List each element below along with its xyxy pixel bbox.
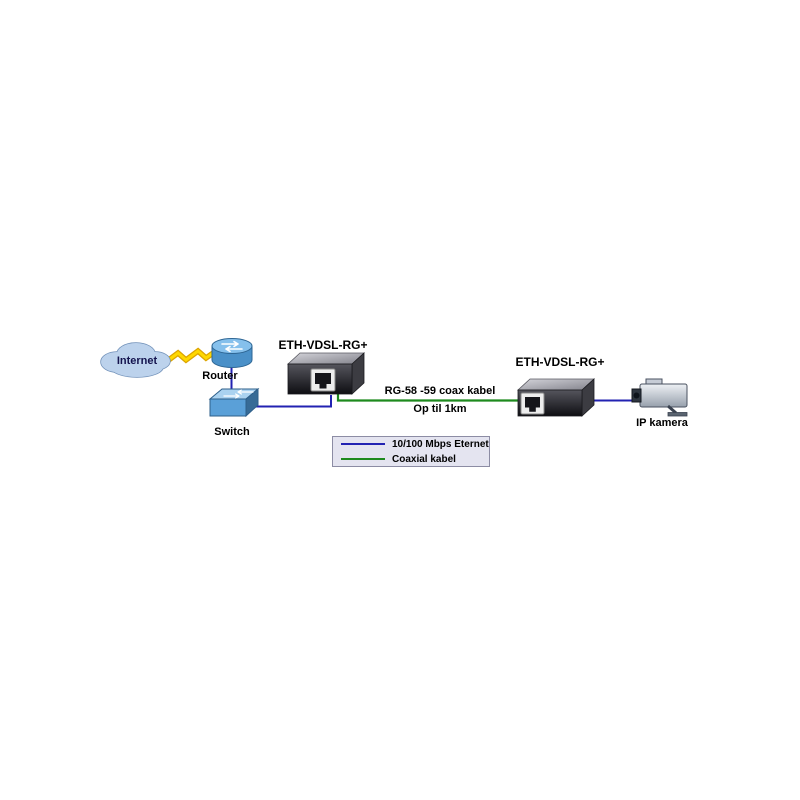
internet-label: Internet (116, 355, 158, 367)
vdsl-converter-1-icon (286, 352, 366, 395)
wan-lightning-icon (164, 347, 218, 365)
camera-lens-icon (633, 392, 640, 399)
ethernet-line-swatch (341, 443, 385, 445)
vdsl-converter-2-icon (516, 378, 596, 417)
legend-row-ethernet: 10/100 Mbps Eternet (341, 439, 489, 450)
coax-distance-label: Op til 1km (413, 403, 467, 415)
router-label: Router (202, 370, 238, 382)
converter-2-label: ETH-VDSL-RG+ (515, 355, 605, 369)
converter-1-label: ETH-VDSL-RG+ (278, 338, 368, 352)
coax-line-swatch (341, 458, 385, 460)
legend-coax-label: Coaxial kabel (392, 453, 456, 465)
internet-cloud-icon (100, 342, 171, 378)
coax-cable-label: RG-58 -59 coax kabel (384, 385, 496, 397)
ip-camera-label: IP kamera (636, 417, 688, 429)
router-icon (211, 338, 253, 368)
switch-label: Switch (214, 426, 250, 438)
rj45-port-icon (525, 397, 540, 412)
coax-link (336, 394, 526, 402)
legend-ethernet-label: 10/100 Mbps Eternet (392, 438, 489, 450)
switch-converter-link (256, 395, 332, 408)
legend-row-coax: Coaxial kabel (341, 454, 489, 465)
ip-camera-icon (631, 378, 688, 417)
rj45-port-icon (315, 373, 331, 389)
switch-icon (208, 387, 260, 418)
legend-box: 10/100 Mbps Eternet Coaxial kabel (332, 436, 490, 467)
